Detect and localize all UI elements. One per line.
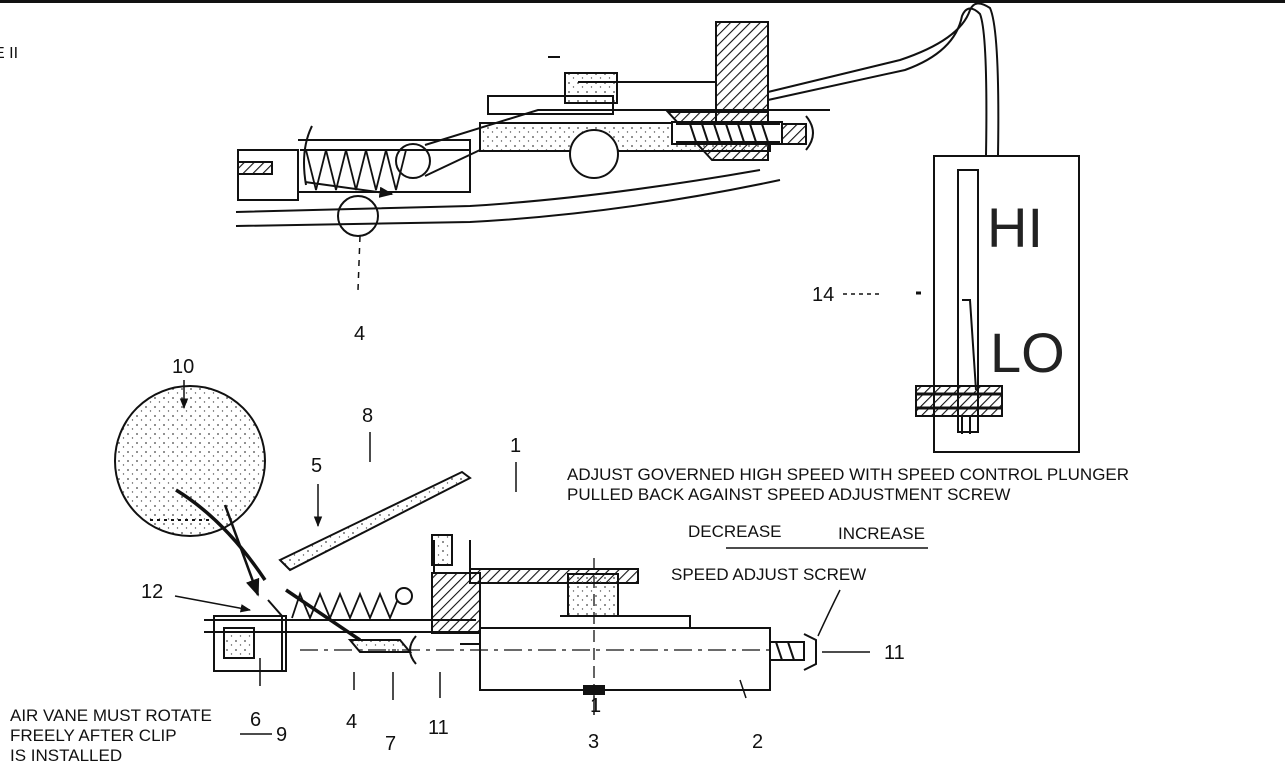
callout-7: 7 — [385, 733, 397, 755]
callout-9: 9 — [276, 724, 288, 746]
top-border — [0, 0, 1285, 3]
callout-2: 2 — [752, 731, 764, 753]
bottom-governor-assembly — [114, 385, 817, 700]
speed-control-unit — [915, 155, 1080, 453]
callout-4-top: 4 — [354, 323, 366, 345]
increase-label: INCREASE — [838, 524, 925, 543]
adjust-note: ADJUST GOVERNED HIGH SPEED WITH SPEED CO… — [567, 465, 1130, 504]
callout-12: 11 — [884, 642, 905, 664]
callout-8: 8 — [362, 405, 374, 427]
leader-lines — [174, 291, 928, 735]
callout-6: 6 — [250, 709, 262, 731]
callout-5: 5 — [311, 455, 323, 477]
callout-10: 10 — [172, 356, 195, 378]
callout-1-top: 1 — [510, 435, 522, 457]
callout-1-bottom: 1 — [590, 695, 602, 717]
callout-13: 12 — [141, 581, 164, 603]
callout-4-bottom: 4 — [346, 711, 358, 733]
speed-adjust-screw-label: SPEED ADJUST SCREW — [671, 565, 867, 584]
slider-label-lo: LO — [990, 321, 1065, 384]
top-governor-assembly — [235, 2, 1000, 291]
callout-3: 3 — [588, 731, 600, 753]
callout-11: 11 — [428, 717, 449, 739]
decrease-label: DECREASE — [688, 522, 782, 541]
fragment-label: E II — [0, 45, 19, 62]
slider-label-hi: HI — [987, 196, 1043, 259]
callout-14: 14 — [812, 284, 835, 306]
air-vane-note: AIR VANE MUST ROTATE FREELY AFTER CLIP I… — [10, 706, 212, 765]
